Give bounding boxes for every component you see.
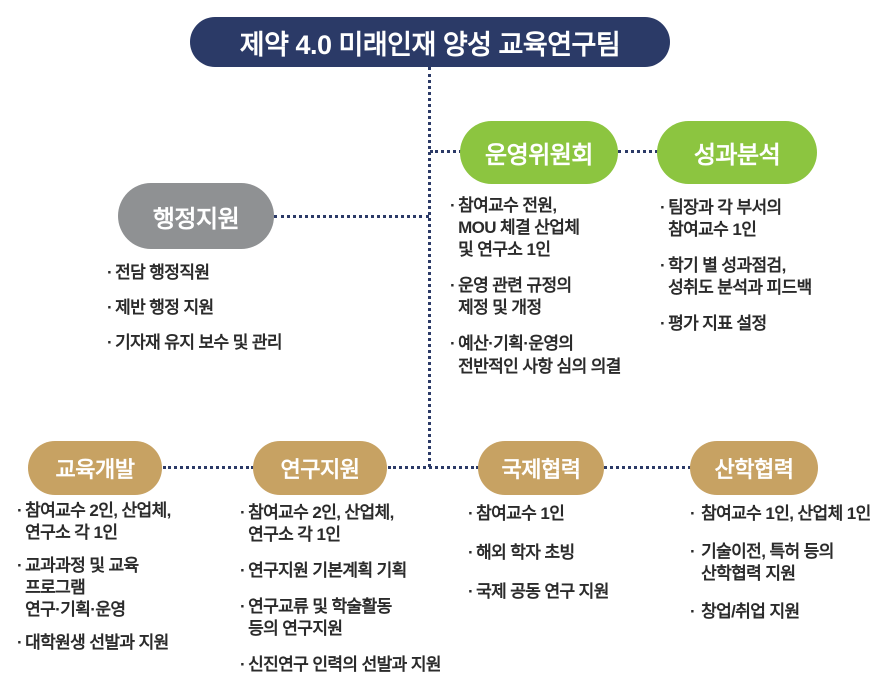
connector-vertical-main	[428, 67, 431, 467]
connector-admin	[274, 215, 429, 218]
bullet-text: 평가 지표 설정	[668, 314, 767, 334]
bullet-text: 팀장과 각 부서의 참여교수 1인	[668, 198, 782, 240]
performance-analysis-pill: 성과분석	[657, 121, 817, 184]
bullet-text: 참여교수 전원, MOU 체결 산업체 및 연구소 1인	[458, 196, 580, 260]
bullet-item: ·해외 학자 초빙	[468, 542, 668, 564]
bullet-item: ·기자재 유지 보수 및 관리	[107, 332, 347, 354]
bullet-item: ·국제 공동 연구 지원	[468, 581, 668, 603]
bullet-dot-icon: ·	[17, 633, 23, 653]
bullet-text: 학기 별 성과점검, 성취도 분석과 피드백	[668, 256, 812, 298]
connector-steering-performance	[618, 150, 658, 153]
bullet-text: 연구지원 기본계획 기획	[248, 561, 407, 581]
bullet-dot-icon: ·	[450, 196, 456, 215]
bullet-text: 연구교류 및 학술활동 등의 연구지원	[248, 597, 392, 639]
international-coop-list: ·참여교수 1인·해외 학자 초빙·국제 공동 연구 지원	[468, 503, 668, 620]
bullet-dot-icon: ·	[240, 503, 246, 522]
bullet-item: ·학기 별 성과점검, 성취도 분석과 피드백	[660, 255, 875, 299]
bullet-item: ·창업/취업 지원	[690, 601, 877, 623]
bullet-item: ·참여교수 1인	[468, 503, 668, 525]
bullet-text: 기자재 유지 보수 및 관리	[115, 333, 283, 353]
connector-edu-research	[163, 466, 254, 469]
bullet-item: ·제반 행정 지원	[107, 297, 347, 319]
bullet-dot-icon: ·	[660, 314, 666, 334]
bullet-item: ·교과과정 및 교육 프로그램 연구·기획·운영	[17, 555, 237, 621]
education-development-pill: 교육개발	[28, 441, 162, 495]
steering-committee-list: ·참여교수 전원, MOU 체결 산업체 및 연구소 1인·운영 관련 규정의 …	[450, 195, 665, 392]
bullet-item: ·참여교수 2인, 산업체, 연구소 각 1인	[17, 500, 237, 544]
bullet-text: 운영 관련 규정의 제정 및 개정	[458, 276, 572, 318]
bullet-text: 국제 공동 연구 지원	[476, 582, 609, 602]
bullet-text: 해외 학자 초빙	[476, 543, 575, 563]
bullet-dot-icon: ·	[690, 542, 696, 562]
bullet-text: 대학원생 선발과 지원	[25, 633, 169, 653]
org-chart-title: 제약 4.0 미래인재 양성 교육연구팀	[190, 17, 670, 67]
bullet-dot-icon: ·	[468, 543, 474, 563]
connector-steering	[430, 150, 462, 153]
bullet-dot-icon: ·	[17, 501, 23, 520]
bullet-dot-icon: ·	[468, 504, 474, 523]
bullet-dot-icon: ·	[240, 561, 246, 581]
bullet-dot-icon: ·	[17, 556, 23, 576]
industry-academia-list: ·참여교수 1인, 산업체 1인·기술이전, 특허 등의 산학협력 지원·창업/…	[690, 503, 877, 639]
bullet-text: 참여교수 2인, 산업체, 연구소 각 1인	[248, 503, 394, 545]
bullet-text: 창업/취업 지원	[701, 602, 800, 622]
bullet-item: ·기술이전, 특허 등의 산학협력 지원	[690, 541, 877, 585]
performance-analysis-list: ·팀장과 각 부서의 참여교수 1인·학기 별 성과점검, 성취도 분석과 피드…	[660, 197, 875, 349]
bullet-item: ·운영 관련 규정의 제정 및 개정	[450, 275, 665, 319]
bullet-item: ·팀장과 각 부서의 참여교수 1인	[660, 197, 875, 241]
bullet-item: ·신진연구 인력의 선발과 지원	[240, 654, 475, 676]
bullet-item: ·연구지원 기본계획 기획	[240, 560, 475, 582]
research-support-list: ·참여교수 2인, 산업체, 연구소 각 1인·연구지원 기본계획 기획·연구교…	[240, 502, 475, 691]
admin-support-pill: 행정지원	[118, 183, 274, 249]
education-development-list: ·참여교수 2인, 산업체, 연구소 각 1인·교과과정 및 교육 프로그램 연…	[17, 500, 237, 666]
connector-research-intl	[388, 466, 479, 469]
bullet-text: 교과과정 및 교육 프로그램 연구·기획·운영	[25, 556, 139, 620]
bullet-dot-icon: ·	[660, 256, 666, 276]
bullet-text: 참여교수 1인, 산업체 1인	[701, 504, 871, 523]
bullet-item: ·예산·기획·운영의 전반적인 사항 심의 의결	[450, 333, 665, 377]
bullet-item: ·참여교수 전원, MOU 체결 산업체 및 연구소 1인	[450, 195, 665, 261]
bullet-item: ·평가 지표 설정	[660, 313, 875, 335]
bullet-text: 신진연구 인력의 선발과 지원	[248, 655, 441, 675]
bullet-dot-icon: ·	[690, 504, 696, 523]
admin-support-list: ·전담 행정직원·제반 행정 지원·기자재 유지 보수 및 관리	[107, 262, 347, 367]
bullet-text: 예산·기획·운영의 전반적인 사항 심의 의결	[458, 334, 621, 376]
bullet-item: ·전담 행정직원	[107, 262, 347, 284]
bullet-dot-icon: ·	[468, 582, 474, 602]
bullet-text: 기술이전, 특허 등의 산학협력 지원	[701, 542, 834, 584]
bullet-dot-icon: ·	[107, 263, 113, 282]
bullet-text: 참여교수 1인	[476, 504, 565, 523]
international-coop-pill: 국제협력	[478, 441, 604, 495]
bullet-item: ·연구교류 및 학술활동 등의 연구지원	[240, 596, 475, 640]
bullet-dot-icon: ·	[240, 597, 246, 617]
steering-committee-pill: 운영위원회	[460, 121, 618, 184]
bullet-dot-icon: ·	[450, 276, 456, 296]
bullet-text: 전담 행정직원	[115, 263, 210, 282]
bullet-dot-icon: ·	[240, 655, 246, 675]
bullet-dot-icon: ·	[107, 333, 113, 353]
bullet-text: 참여교수 2인, 산업체, 연구소 각 1인	[25, 501, 171, 543]
bullet-item: · 참여교수 1인, 산업체 1인	[690, 503, 877, 525]
bullet-dot-icon: ·	[450, 334, 456, 354]
research-support-pill: 연구지원	[253, 441, 387, 495]
bullet-dot-icon: ·	[690, 602, 696, 622]
bullet-dot-icon: ·	[660, 198, 666, 217]
connector-intl-industry	[604, 466, 691, 469]
bullet-item: ·참여교수 2인, 산업체, 연구소 각 1인	[240, 502, 475, 546]
bullet-text: 제반 행정 지원	[115, 298, 214, 318]
bullet-item: ·대학원생 선발과 지원	[17, 632, 237, 654]
bullet-dot-icon: ·	[107, 298, 113, 318]
industry-academia-pill: 산학협력	[690, 441, 818, 495]
